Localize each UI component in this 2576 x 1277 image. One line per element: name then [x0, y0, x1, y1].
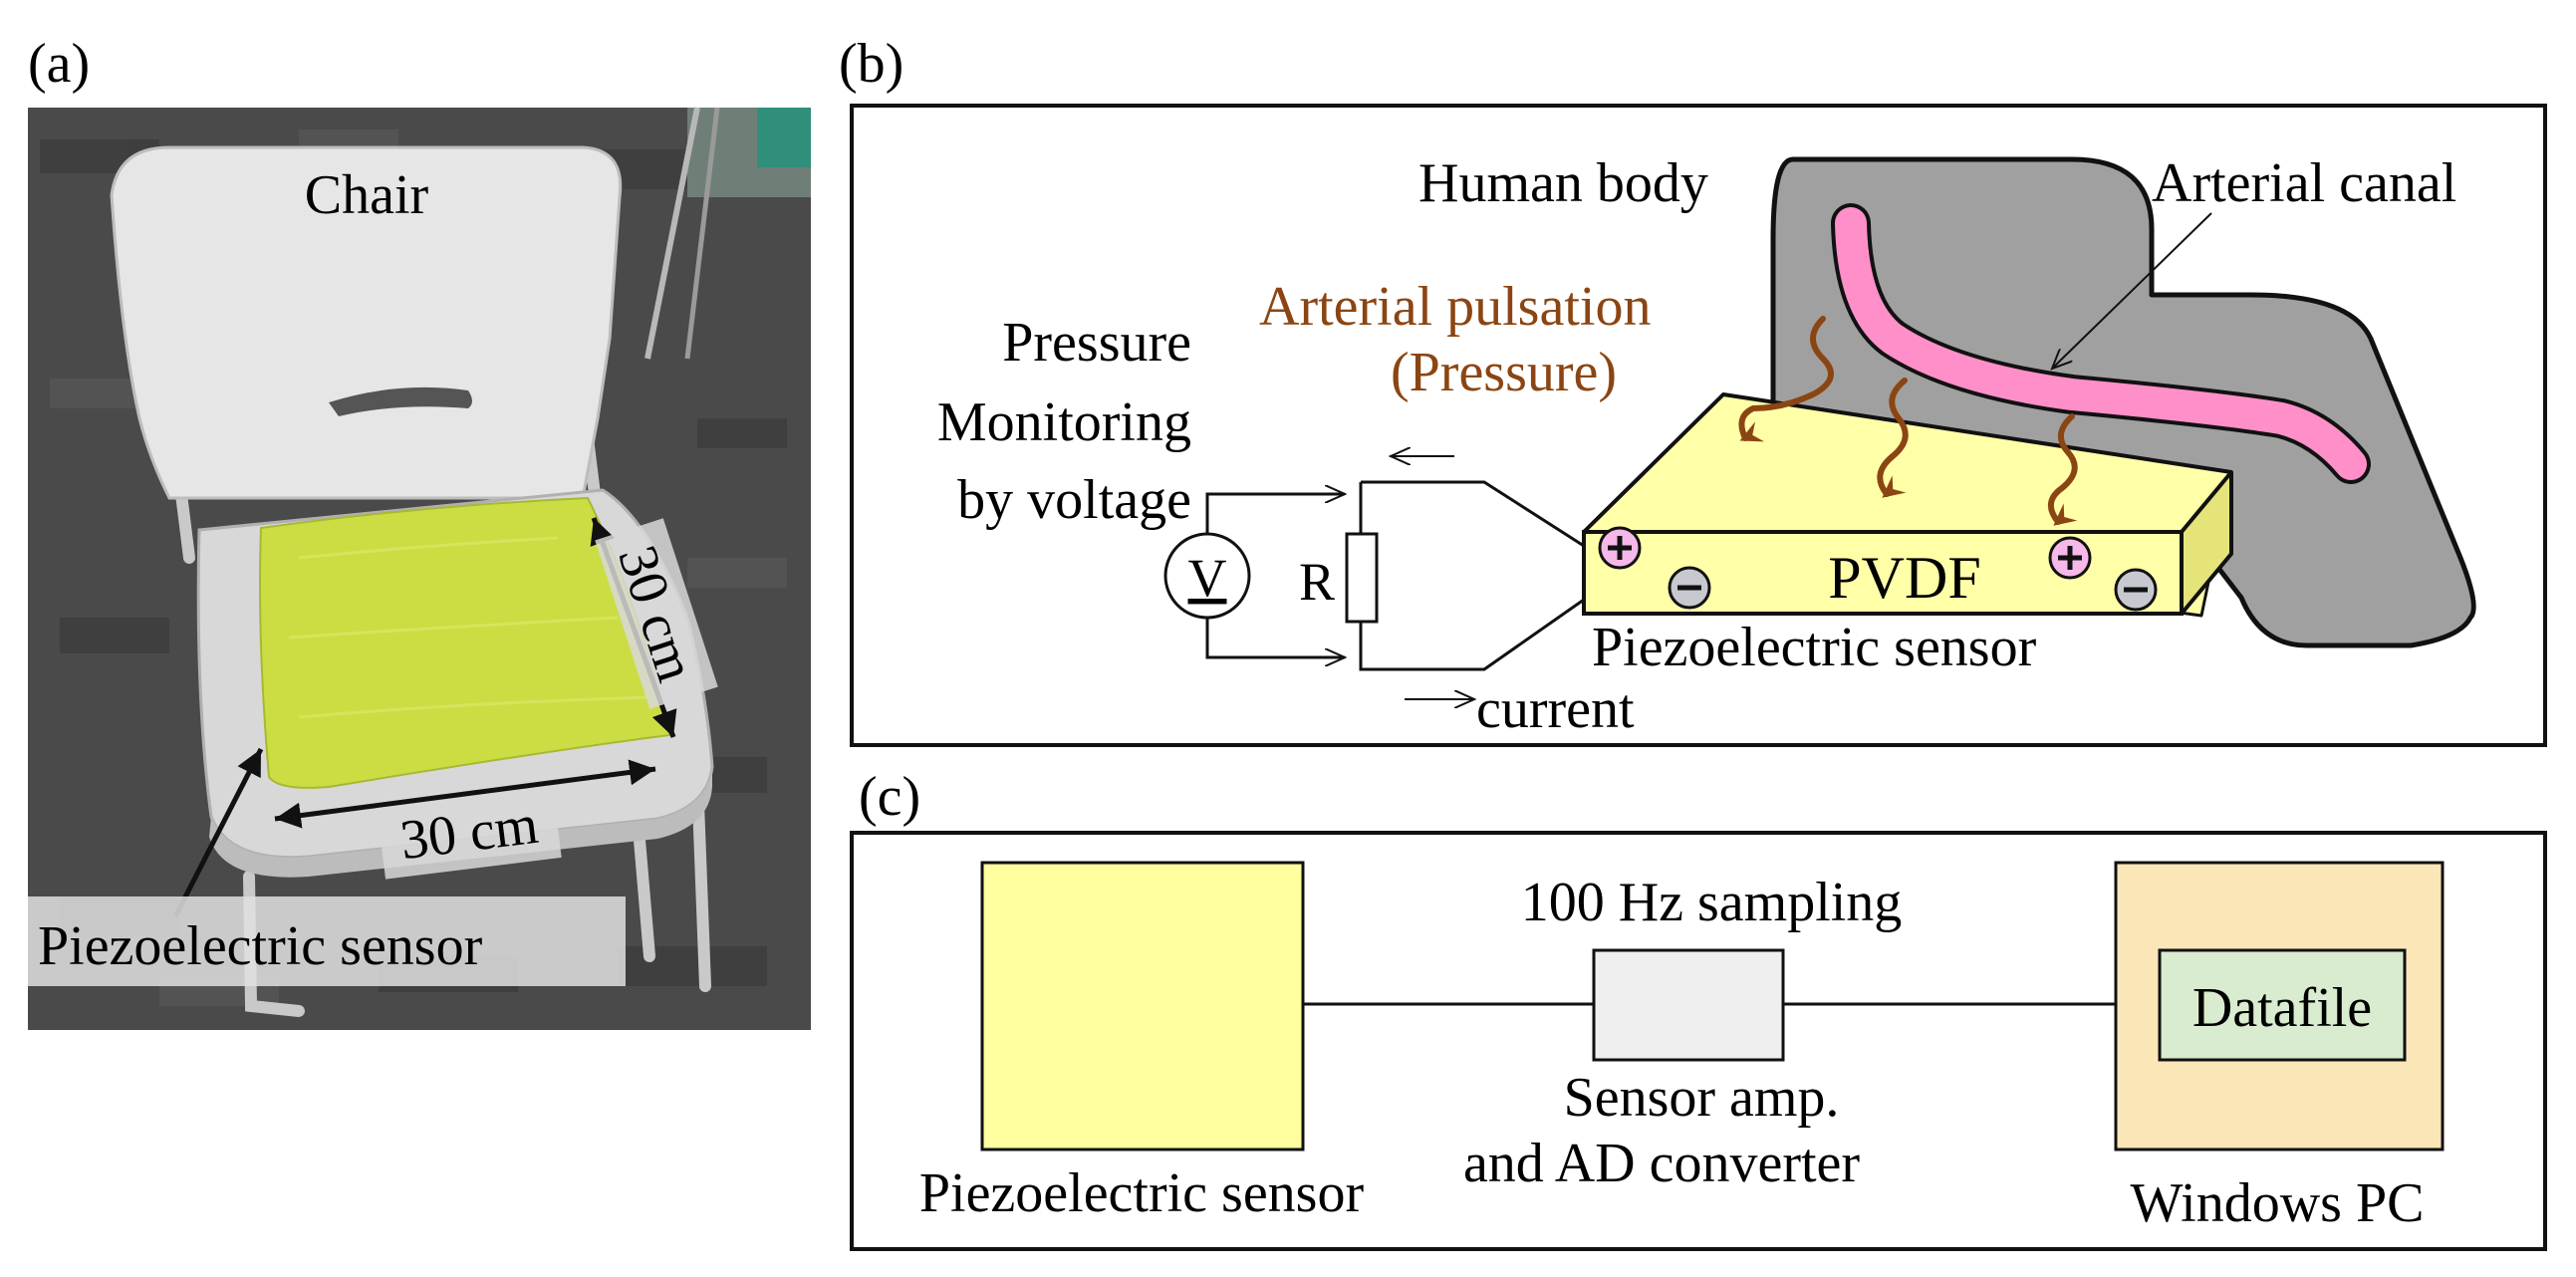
panel-a: (a) [28, 33, 811, 1030]
chair-label: Chair [305, 164, 429, 226]
sensor-cushion [259, 496, 671, 789]
chair-photo: Chair 30 cm 30 cm Piezoelectric sensor [28, 107, 811, 1030]
datafile-block [2158, 948, 2407, 1062]
pressure-label-line1: Pressure [1002, 312, 1191, 374]
sensor-block-label: Piezoelectric sensor [919, 1162, 1365, 1224]
arterial-canal-label: Arterial canal [2152, 152, 2456, 214]
width-dimension-arrow [274, 759, 656, 829]
datafile-label: Datafile [2192, 977, 2372, 1039]
pulsation-label-line1: Arterial pulsation [1259, 276, 1651, 338]
pressure-label-line3: by voltage [957, 469, 1191, 531]
panel-a-label: (a) [28, 33, 90, 95]
pc-label: Windows PC [2131, 1172, 2425, 1234]
current-label: current [1476, 678, 1635, 740]
measurement-circuit [1163, 456, 1585, 699]
piezo-sensor-label: Piezoelectric sensor [1592, 617, 2037, 678]
minus-charge-icon [2114, 568, 2158, 612]
pulsation-wave-arrows [1738, 316, 2078, 526]
pvdf-side [2180, 470, 2233, 616]
resistor-label: R [1299, 552, 1335, 612]
arterial-canal-pointer [2052, 212, 2212, 369]
sampling-label: 100 Hz sampling [1521, 872, 1903, 933]
chair-backrest [110, 145, 623, 500]
pulsation-label-line2: (Pressure) [1391, 342, 1617, 403]
pressure-label-line2: Monitoring [937, 391, 1191, 453]
sensor-pointer-arrow [172, 747, 264, 918]
pvdf-label: PVDF [1828, 545, 1980, 611]
panel-c: (c) Piezoelectric sensor 100 Hz sampling… [850, 766, 2547, 1251]
sensor-label: Piezoelectric sensor [38, 915, 483, 977]
pulsation-arrow [1738, 316, 1834, 442]
panel-b: (b) Human body Arterial canal PVDF [839, 33, 2547, 747]
amp-converter-block [1592, 948, 1785, 1062]
panel-c-label: (c) [859, 766, 920, 828]
pulsation-arrow [1877, 378, 1909, 498]
human-body-label: Human body [1418, 152, 1708, 214]
panel-b-label: (b) [839, 33, 903, 95]
amp-label-line1: Sensor amp. [1564, 1067, 1840, 1129]
minus-charge-icon [1668, 566, 1711, 610]
pulsation-arrow [2048, 413, 2078, 526]
plus-charge-icon [1598, 526, 1642, 570]
amp-label-line2: and AD converter [1463, 1133, 1860, 1194]
plus-charge-icon [2048, 536, 2092, 580]
voltmeter-label: V [1188, 548, 1227, 608]
sensor-block [980, 861, 1305, 1151]
resistor [1345, 532, 1379, 624]
